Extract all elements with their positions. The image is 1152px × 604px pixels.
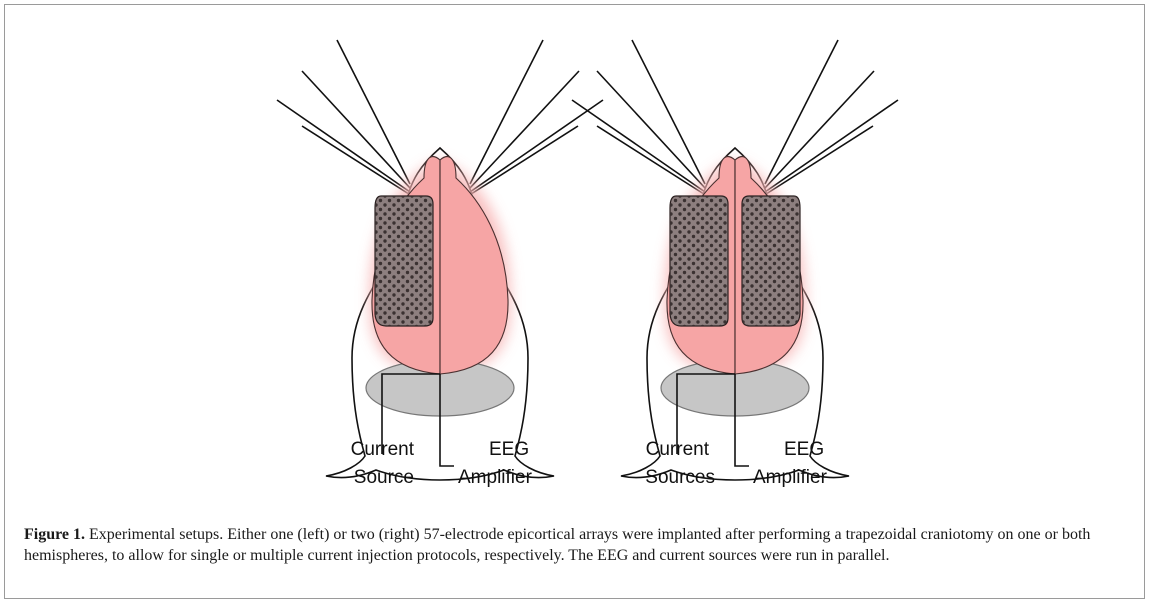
left-label-eeg: EEG [489, 439, 529, 460]
right-label-eeg: EEG [784, 439, 824, 460]
caption-text: Experimental setups. Either one (left) o… [24, 526, 1090, 564]
right-label-amplifier: Amplifier [753, 467, 828, 488]
left-setup: Current Source EEG Amplifier [277, 40, 603, 488]
caption-figure-number: Figure 1. [24, 526, 85, 543]
right-label-current: Current [646, 439, 710, 460]
right-setup: Current Sources EEG Amplifier [572, 40, 898, 488]
left-label-current: Current [351, 439, 415, 460]
figure-illustration: Current Source EEG Amplifier [0, 0, 1152, 520]
left-label-amplifier: Amplifier [458, 467, 533, 488]
left-label-source: Source [354, 467, 414, 488]
figure-caption: Figure 1. Experimental setups. Either on… [24, 524, 1129, 566]
right-label-sources: Sources [645, 467, 715, 488]
